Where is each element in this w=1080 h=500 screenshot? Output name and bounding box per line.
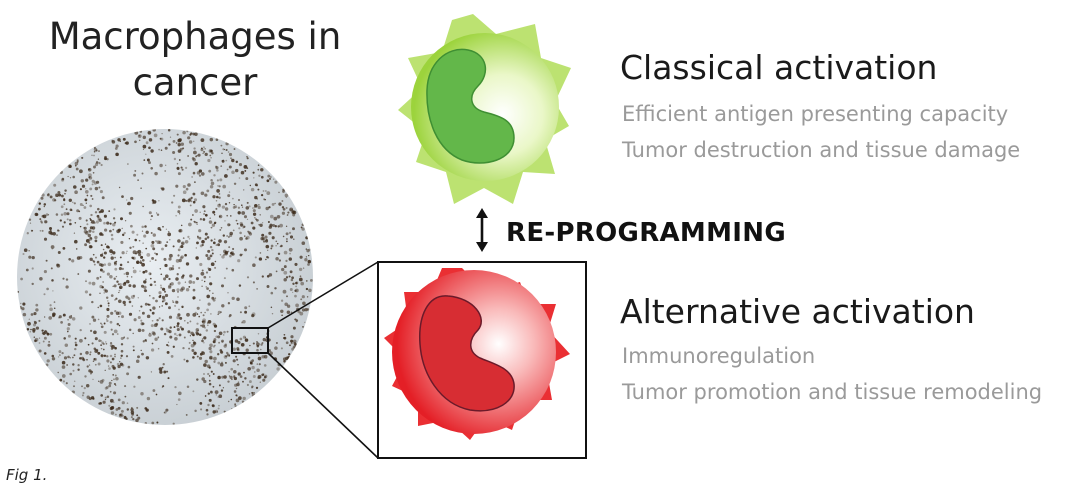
alternative-point-1: Immunoregulation xyxy=(622,344,816,368)
reprogramming-label: RE-PROGRAMMING xyxy=(506,218,786,248)
tissue-micrograph xyxy=(17,129,313,425)
title-line-2: cancer xyxy=(132,61,258,104)
reprogramming-double-arrow xyxy=(476,208,488,252)
figure-caption: Fig 1. xyxy=(6,466,48,484)
alternative-activation-heading: Alternative activation xyxy=(620,292,975,331)
alternative-point-2: Tumor promotion and tissue remodeling xyxy=(622,380,1043,404)
zoom-connector-top xyxy=(267,261,379,329)
classical-macrophage-cell xyxy=(398,14,571,204)
alternative-nucleus xyxy=(419,295,515,412)
classical-point-2: Tumor destruction and tissue damage xyxy=(622,138,1021,162)
macrophages-in-cancer-title: Macrophages in cancer xyxy=(40,14,350,106)
title-line-1: Macrophages in xyxy=(48,15,342,58)
zoom-region-box xyxy=(231,327,269,354)
classical-point-1: Efficient antigen presenting capacity xyxy=(622,102,1009,126)
alternative-macrophage-cell xyxy=(384,268,570,440)
classical-nucleus xyxy=(426,48,515,164)
zoom-connector-bottom xyxy=(267,352,379,459)
classical-activation-heading: Classical activation xyxy=(620,48,938,87)
